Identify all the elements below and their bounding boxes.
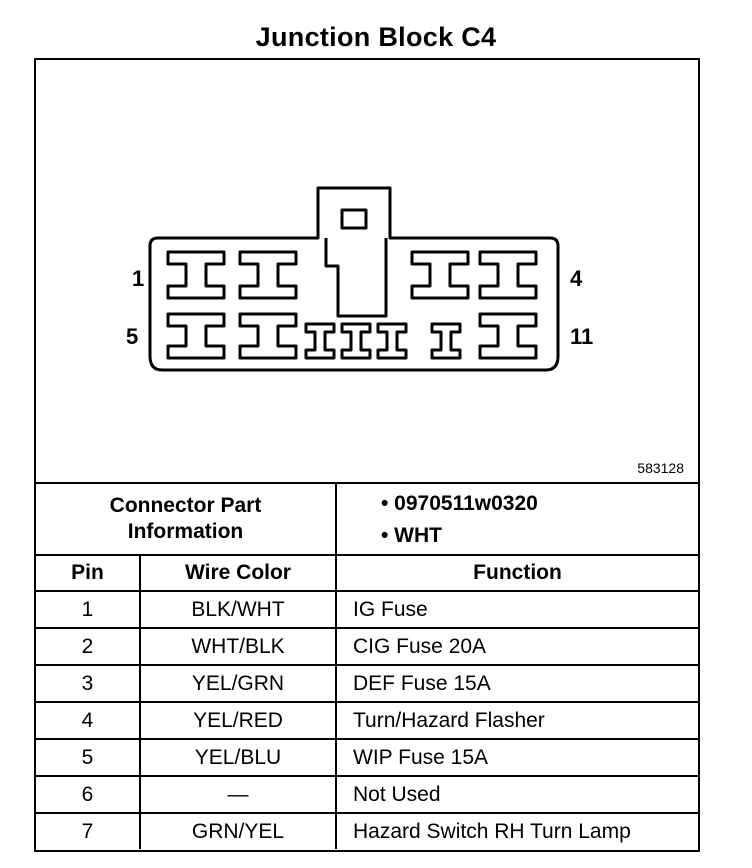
wire-color-cell: GRN/YEL	[139, 812, 337, 849]
table-row: 3 YEL/GRN DEF Fuse 15A	[36, 664, 698, 703]
terminal-2	[238, 250, 298, 300]
latch-tongue	[324, 238, 388, 318]
latch-window	[340, 208, 368, 230]
connector-info-label-line1: Connector Part	[109, 494, 262, 517]
table-row: 7 GRN/YEL Hazard Switch RH Turn Lamp	[36, 812, 698, 849]
function-cell: WIP Fuse 15A	[335, 738, 698, 777]
terminal-4	[478, 250, 538, 300]
table-row: 4 YEL/RED Turn/Hazard Flasher	[36, 701, 698, 740]
pin-label-1: 1	[132, 266, 145, 291]
connector-frame: 1 4 5 11 583128 Connector Part Informati…	[34, 58, 700, 852]
pin-cell: 6	[36, 775, 141, 814]
terminal-8	[340, 322, 372, 360]
table-header-row: Pin Wire Color Function	[36, 554, 698, 592]
header-wire-color: Wire Color	[139, 554, 337, 592]
table-row: 2 WHT/BLK CIG Fuse 20A	[36, 627, 698, 666]
table-row: 1 BLK/WHT IG Fuse	[36, 590, 698, 629]
wire-color-cell: YEL/BLU	[139, 738, 337, 777]
pin-cell: 4	[36, 701, 141, 740]
connector-info-label-line2: Information	[127, 520, 244, 543]
pin-cell: 2	[36, 627, 141, 666]
connector-part-number: • 0970511w0320	[381, 492, 538, 515]
pin-cell: 7	[36, 812, 141, 849]
connector-info-values: • 0970511w0320 • WHT	[335, 484, 698, 556]
pin-label-11: 11	[570, 324, 594, 349]
wire-color-cell: WHT/BLK	[139, 627, 337, 666]
wire-color-cell: —	[139, 775, 337, 814]
pin-cell: 3	[36, 664, 141, 703]
connector-face-drawing	[148, 186, 560, 372]
function-cell: Hazard Switch RH Turn Lamp	[335, 812, 698, 849]
function-cell: Not Used	[335, 775, 698, 814]
pin-table: Connector Part Information • 0970511w032…	[36, 484, 698, 849]
function-cell: DEF Fuse 15A	[335, 664, 698, 703]
pin-label-4: 4	[570, 266, 583, 291]
connector-color: • WHT	[381, 524, 443, 547]
connector-info-label: Connector Part Information	[36, 484, 337, 556]
wire-color-cell: YEL/GRN	[139, 664, 337, 703]
terminal-5	[166, 312, 226, 360]
connector-diagram: 1 4 5 11 583128	[36, 60, 698, 484]
terminal-11	[478, 312, 538, 360]
function-cell: Turn/Hazard Flasher	[335, 701, 698, 740]
table-row: 5 YEL/BLU WIP Fuse 15A	[36, 738, 698, 777]
table-row: 6 — Not Used	[36, 775, 698, 814]
terminal-3	[410, 250, 470, 300]
pin-cell: 1	[36, 590, 141, 629]
terminal-10	[430, 322, 462, 360]
header-pin: Pin	[36, 554, 141, 592]
wire-color-cell: BLK/WHT	[139, 590, 337, 629]
terminal-7	[304, 322, 336, 360]
header-function: Function	[335, 554, 698, 592]
function-cell: IG Fuse	[335, 590, 698, 629]
diagram-code: 583128	[637, 460, 684, 476]
pin-label-5: 5	[126, 324, 139, 349]
terminal-1	[166, 250, 226, 300]
terminal-6	[238, 312, 298, 360]
pin-cell: 5	[36, 738, 141, 777]
terminal-9	[376, 322, 408, 360]
wire-color-cell: YEL/RED	[139, 701, 337, 740]
function-cell: CIG Fuse 20A	[335, 627, 698, 666]
page-title: Junction Block C4	[255, 22, 497, 52]
connector-housing	[148, 186, 560, 372]
connector-info-row: Connector Part Information • 0970511w032…	[36, 484, 698, 556]
